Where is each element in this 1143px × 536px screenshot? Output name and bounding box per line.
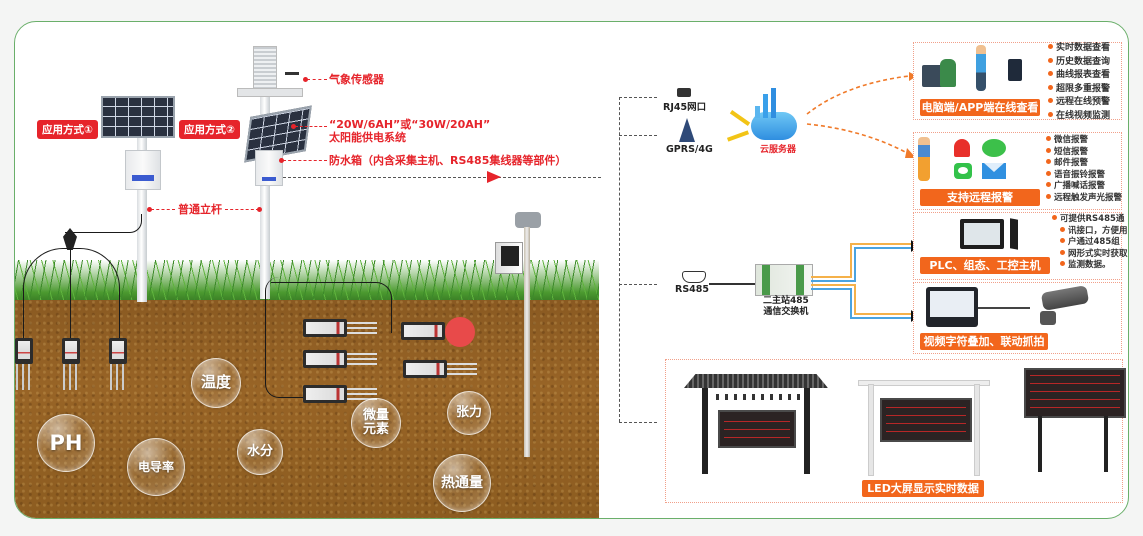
siren-icon xyxy=(954,139,970,157)
video-overlay-device xyxy=(926,287,978,327)
waterproof-box-label: 防水箱（内含采集主机、RS485集线器等部件） xyxy=(329,154,567,167)
soil-sensor xyxy=(303,319,347,337)
ethernet-port-icon xyxy=(677,88,691,97)
heat-flux-sensor xyxy=(445,317,475,347)
card-app-monitoring: 电脑端/APP端在线查看 实时数据查看 历史数据查询 曲线报表查看 超限多重报警… xyxy=(913,42,1122,121)
mode-1-label: 应用方式① xyxy=(37,120,98,139)
bubble-tension: 张力 xyxy=(447,391,491,435)
db9-port-icon xyxy=(682,271,706,283)
rj45-label: RJ45网口 xyxy=(663,102,707,113)
feature-item: 在线视频监测 xyxy=(1048,110,1110,124)
pole-label: 普通立杆 xyxy=(178,203,222,216)
feature-item: 超限多重报警 xyxy=(1048,83,1110,97)
feature-item: 语音振铃报警 xyxy=(1046,170,1122,182)
card-plc: PLC、组态、工控主机 可提供RS485通 讯接口，方便用 户通过485组 网形… xyxy=(913,212,1128,280)
feature-item: 微信报警 xyxy=(1046,135,1122,147)
feature-item: 远程在线预警 xyxy=(1048,96,1110,110)
network-trunk-line xyxy=(619,97,620,422)
cable-splitter xyxy=(63,228,77,250)
waterproof-box xyxy=(255,150,283,186)
pole-station-2 xyxy=(260,77,270,299)
alarm-feature-list: 微信报警 短信报警 邮件报警 语音振铃报警 广播喊话报警 远程触发声光报警 xyxy=(1046,135,1122,204)
arrow-to-app-card xyxy=(806,75,910,115)
email-icon xyxy=(982,163,1006,179)
message-icon xyxy=(954,163,972,179)
feature-item: 短信报警 xyxy=(1046,147,1122,159)
led-screen-stand xyxy=(1024,368,1126,418)
card-remote-alarm: 支持远程报警 微信报警 短信报警 邮件报警 语音振铃报警 广播喊话报警 远程触发… xyxy=(913,132,1122,210)
led-screen-frame xyxy=(880,398,972,442)
bubble-temperature: 温度 xyxy=(191,358,241,408)
data-output-line xyxy=(283,177,601,178)
pavilion-roof xyxy=(684,374,828,388)
feature-item: 实时数据查看 xyxy=(1048,42,1110,56)
signal-bolt-icon xyxy=(726,130,750,142)
bubble-ph: PH xyxy=(37,414,95,472)
rain-gauge xyxy=(253,46,277,90)
soil-sensor xyxy=(303,385,347,403)
arrow-right-icon xyxy=(487,171,501,183)
cloud-output-arrows xyxy=(806,72,917,158)
collector-box-1 xyxy=(125,150,161,190)
bubble-conductivity: 电导率 xyxy=(127,438,185,496)
feature-item: 远程触发声光报警 xyxy=(1046,193,1122,205)
app-card-title: 电脑端/APP端在线查看 xyxy=(920,99,1040,116)
rs485-switch-device xyxy=(755,264,813,296)
tensiometer-tube xyxy=(524,227,530,457)
anemometer-icon xyxy=(285,72,299,85)
person-illustration xyxy=(918,137,930,181)
weather-sensor-label: 气象传感器 xyxy=(329,73,384,86)
gprs-label: GPRS/4G xyxy=(666,144,713,155)
alarm-card-title: 支持远程报警 xyxy=(920,189,1040,206)
solar-system-label-line1: “20W/6AH”或“30W/20AH” xyxy=(329,118,491,131)
app-feature-list: 实时数据查看 历史数据查询 曲线报表查看 超限多重报警 远程在线预警 在线视频监… xyxy=(1048,42,1110,124)
cell-tower-icon xyxy=(679,118,695,142)
led-screen-pavilion xyxy=(718,410,796,448)
feature-item: 邮件报警 xyxy=(1046,158,1122,170)
tensiometer-head xyxy=(515,212,541,228)
cable xyxy=(65,214,142,233)
wechat-icon xyxy=(982,139,1006,157)
soil-sensor xyxy=(303,350,347,368)
card-led-display: LED大屏显示实时数据 xyxy=(665,359,1126,503)
feature-item: 历史数据查询 xyxy=(1048,56,1110,70)
rs485-label: RS485 xyxy=(675,284,709,295)
plc-description: 可提供RS485通 讯接口，方便用 户通过485组 网形式实时获取 监测数据。 xyxy=(1052,214,1128,272)
pole-station-1 xyxy=(137,132,147,302)
industrial-pc-icon xyxy=(960,219,1004,249)
soil-sensor xyxy=(403,360,447,378)
feature-item: 广播喊话报警 xyxy=(1046,181,1122,193)
soil-sensor xyxy=(15,338,33,364)
soil-sensor xyxy=(109,338,127,364)
phone-icon xyxy=(1008,59,1022,81)
rs485-output-lines xyxy=(811,240,919,322)
arrow-to-alarm-card xyxy=(806,123,910,155)
bubble-heat-flux: 热通量 xyxy=(433,454,491,512)
solar-system-label-line2: 太阳能供电系统 xyxy=(329,131,406,144)
bubble-moisture: 水分 xyxy=(237,429,283,475)
phone-user-illustration xyxy=(976,45,986,91)
security-camera-icon xyxy=(1040,285,1090,311)
diagram-frame: 应用方式① 应用方式② 气象传感器 “20W/6AH”或“30W/20AH” 太… xyxy=(14,21,1129,519)
signal-bolt-icon xyxy=(729,110,751,126)
plc-card-title: PLC、组态、工控主机 xyxy=(920,257,1050,274)
feature-item: 曲线报表查看 xyxy=(1048,69,1110,83)
mode-2-label: 应用方式② xyxy=(179,120,240,139)
sensor-crossbar xyxy=(237,88,303,97)
solar-panel-1 xyxy=(101,96,175,138)
bubble-trace-elements: 微量元素 xyxy=(351,398,401,448)
led-card-title: LED大屏显示实时数据 xyxy=(862,480,984,497)
soil-sensor xyxy=(62,338,80,364)
cloud-server-label: 云服务器 xyxy=(760,145,797,155)
video-card-title: 视频字符叠加、联动抓拍 xyxy=(920,333,1048,350)
soil-sensor xyxy=(401,322,445,340)
card-video: 视频字符叠加、联动抓拍 xyxy=(913,282,1122,354)
